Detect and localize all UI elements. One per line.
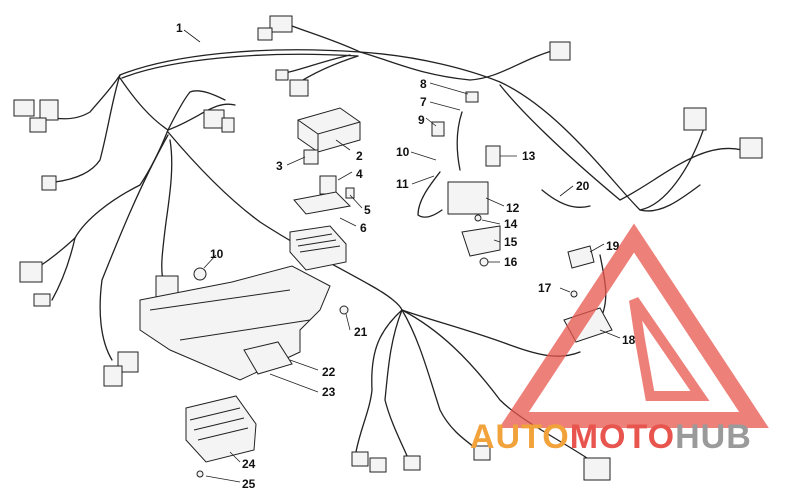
callout-23: 23 — [322, 385, 336, 399]
connector-top-3 — [275, 69, 289, 81]
fuse-block — [293, 191, 352, 215]
callout-6: 6 — [360, 221, 367, 235]
connector-group — [13, 15, 763, 481]
relay — [319, 175, 337, 195]
connector-bottom-4 — [473, 445, 491, 461]
fuse-box-cover — [297, 107, 361, 153]
callout-3: 3 — [276, 159, 283, 173]
callout-5: 5 — [364, 203, 371, 217]
nut-10 — [193, 267, 207, 281]
callout-12: 12 — [506, 201, 520, 215]
callout-2: 2 — [356, 149, 363, 163]
callout-7: 7 — [420, 95, 427, 109]
relay-small — [303, 149, 319, 165]
boot-cap — [567, 245, 595, 269]
connector-bottom-large — [583, 457, 611, 481]
connector-left-top — [13, 99, 35, 117]
connector-bottom-2 — [369, 457, 387, 473]
screw-17 — [570, 290, 578, 298]
fuse-panel — [289, 225, 347, 271]
solenoid-assembly — [417, 91, 501, 267]
callout-10-lower: 10 — [210, 247, 224, 261]
connector-center-top — [203, 109, 225, 129]
callout-25: 25 — [242, 477, 256, 491]
callout-20: 20 — [576, 179, 590, 193]
fuse — [345, 187, 355, 199]
callout-19: 19 — [606, 239, 620, 253]
nut — [479, 257, 489, 267]
bracket-18 — [563, 307, 613, 343]
regulator-24 — [185, 395, 257, 478]
connector-top-2 — [257, 27, 273, 41]
callout-1: 1 — [176, 21, 183, 35]
main-harness — [39, 21, 743, 461]
callout-14: 14 — [504, 217, 518, 231]
connector-top-1 — [269, 15, 293, 33]
callout-21: 21 — [354, 325, 368, 339]
connector-left-large — [19, 261, 43, 283]
callout-16: 16 — [504, 255, 518, 269]
connector-center-top-2 — [221, 117, 235, 133]
callout-9: 9 — [418, 113, 425, 127]
callout-22: 22 — [322, 365, 336, 379]
callout-11: 11 — [396, 177, 409, 191]
callout-13: 13 — [522, 149, 536, 163]
connector-bottom-3 — [403, 455, 421, 471]
callout-17: 17 — [538, 281, 552, 295]
solenoid-connector — [485, 145, 501, 167]
connector-right-far — [739, 137, 763, 159]
connector-left-top-2 — [39, 99, 59, 121]
connector-top-4 — [289, 79, 309, 97]
connector-lower-left-2 — [103, 365, 123, 387]
callout-4: 4 — [356, 167, 363, 181]
fuse-box-assembly — [289, 107, 361, 271]
screw — [474, 214, 482, 222]
solenoid-body — [447, 181, 489, 215]
connector-left-small — [41, 175, 57, 191]
connector-right-top — [549, 41, 571, 61]
callout-18: 18 — [622, 333, 636, 347]
screw-21 — [339, 305, 349, 315]
callout-15: 15 — [504, 235, 518, 249]
mounting-bracket — [461, 225, 501, 257]
terminal-cap — [465, 91, 479, 103]
connector-left-mid — [29, 117, 47, 133]
connector-right-mid — [683, 107, 707, 131]
connector-left-bottom — [33, 293, 51, 307]
callout-8: 8 — [420, 77, 427, 91]
connector-lower-left-1 — [117, 351, 139, 373]
mounting-tray — [139, 265, 331, 381]
callout-24: 24 — [242, 457, 256, 471]
callout-10-upper: 10 — [396, 145, 410, 159]
connector-bottom-1 — [351, 451, 369, 467]
